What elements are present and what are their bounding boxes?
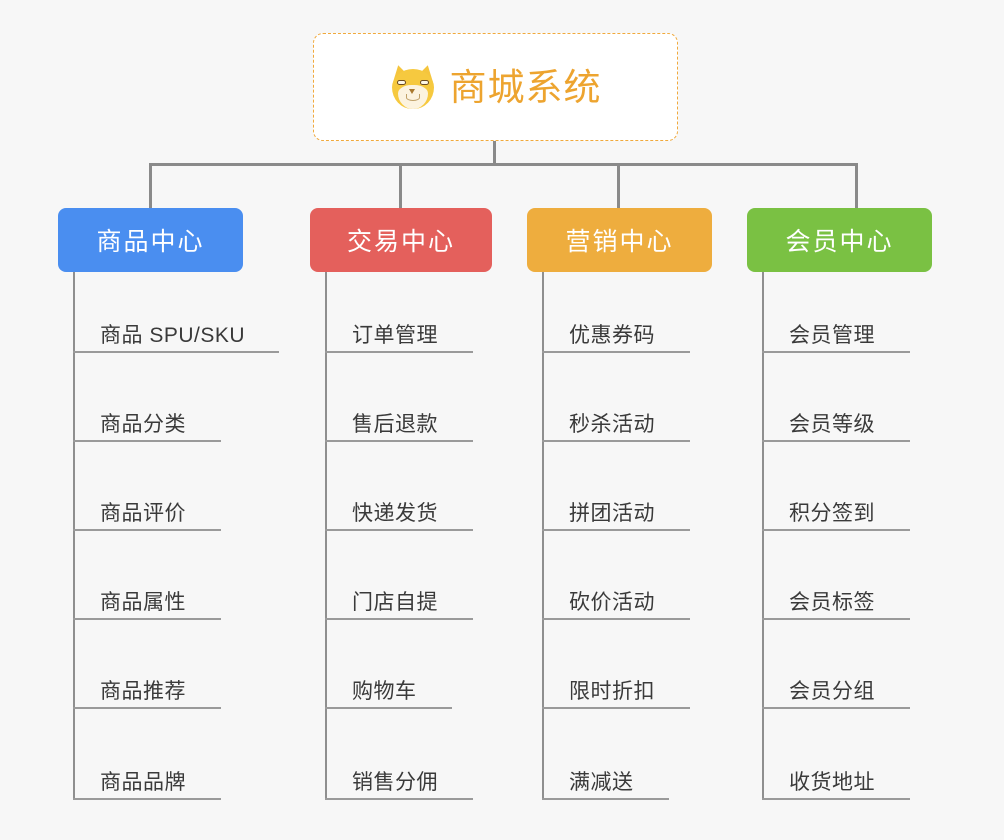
leaf-label: 商品品牌 — [100, 771, 186, 794]
category-label: 交易中心 — [346, 228, 455, 256]
leaf-label: 商品属性 — [100, 591, 186, 614]
leaf-label: 会员标签 — [789, 591, 875, 614]
root-stem-connector — [493, 141, 496, 165]
root-label: 商城系统 — [449, 66, 602, 108]
leaf-label: 售后退款 — [352, 413, 438, 436]
category-label: 商品中心 — [96, 228, 205, 256]
category-header-member-center[interactable]: 会员中心 — [747, 208, 932, 272]
root-node[interactable]: 商城系统 — [313, 33, 678, 141]
category-label: 营销中心 — [565, 228, 674, 256]
leaf-label: 商品 SPU/SKU — [100, 324, 246, 347]
branch-spine — [325, 272, 327, 800]
branch-drop-2 — [399, 163, 402, 209]
leaf-label: 收货地址 — [789, 771, 875, 794]
branch-drop-4 — [855, 163, 858, 209]
branch-drop-3 — [617, 163, 620, 209]
leaf-label: 拼团活动 — [569, 502, 655, 525]
category-header-trade-center[interactable]: 交易中心 — [310, 208, 492, 272]
leaf-label: 购物车 — [352, 680, 417, 703]
leaf-label: 满减送 — [569, 771, 634, 794]
branch-spine — [73, 272, 75, 800]
leaf-label: 商品推荐 — [100, 680, 186, 703]
category-label: 会员中心 — [785, 228, 894, 256]
leaf-label: 会员等级 — [789, 413, 875, 436]
category-header-product-center[interactable]: 商品中心 — [58, 208, 243, 272]
shiba-dog-icon — [388, 63, 437, 111]
leaf-label: 销售分佣 — [352, 771, 438, 794]
branch-spine — [542, 272, 544, 800]
category-header-marketing-center[interactable]: 营销中心 — [527, 208, 712, 272]
leaf-label: 积分签到 — [789, 502, 875, 525]
leaf-label: 快递发货 — [352, 502, 438, 525]
leaf-label: 订单管理 — [352, 324, 438, 347]
leaf-label: 会员分组 — [789, 680, 875, 703]
leaf-label: 门店自提 — [352, 591, 438, 614]
leaf-label: 商品评价 — [100, 502, 186, 525]
horizontal-bus-connector — [149, 163, 857, 166]
branch-spine — [762, 272, 764, 800]
leaf-label: 会员管理 — [789, 324, 875, 347]
leaf-label: 砍价活动 — [569, 591, 655, 614]
leaf-label: 秒杀活动 — [569, 413, 655, 436]
leaf-label: 商品分类 — [100, 413, 186, 436]
leaf-label: 限时折扣 — [569, 680, 655, 703]
branch-drop-1 — [149, 163, 152, 209]
leaf-label: 优惠券码 — [569, 324, 655, 347]
